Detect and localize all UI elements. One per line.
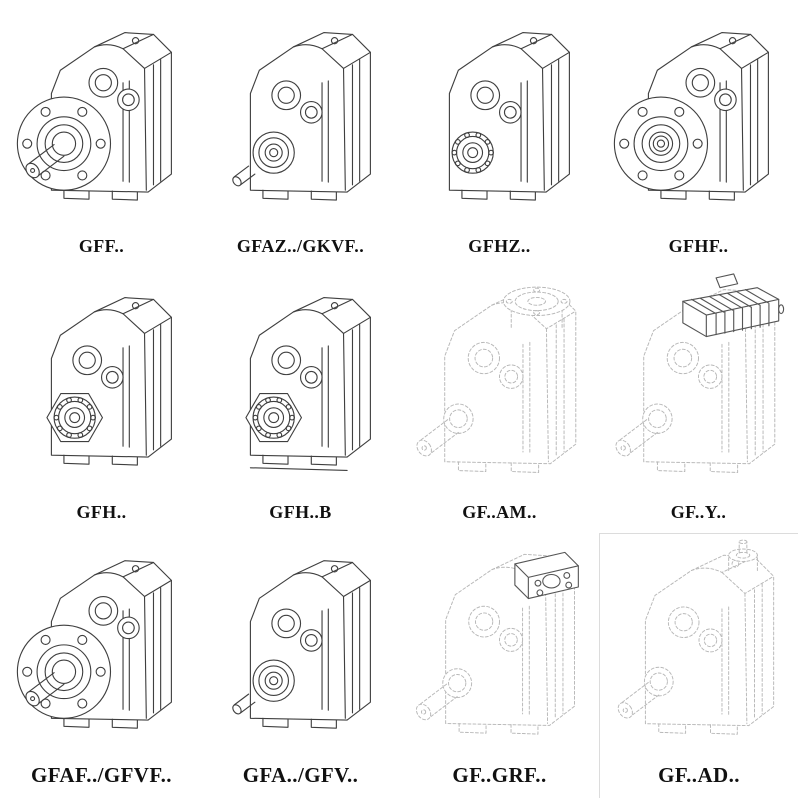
- model-label-gff: GFF..: [78, 236, 125, 257]
- catalog-item-gfhz: GFHZ..: [400, 2, 599, 267]
- model-label-gfa-gfv: GFA../GFV..: [242, 763, 359, 787]
- gearbox-drawing-gfh-b: [201, 267, 400, 501]
- gearbox-drawing-gfh: [2, 267, 201, 501]
- gearbox-output-flange-solid-shaft-icon: [16, 31, 172, 201]
- output-bore: [230, 131, 295, 188]
- catalog-item-gf-grf: GF..GRF..: [400, 533, 599, 798]
- gearbox-drawing-gf-y: [599, 267, 798, 501]
- model-label-gfhz: GFHZ..: [468, 236, 531, 257]
- gearbox-drawing-gfhf: [599, 2, 798, 236]
- gearbox-with-motor-icon: [612, 273, 785, 474]
- upper-bores: [467, 341, 524, 389]
- gearbox-foot-mounted-icon: [230, 560, 371, 729]
- output-shaft-hub: [413, 403, 474, 460]
- gearbox-shaft-mounted-b-icon: [245, 297, 371, 472]
- upper-bores: [685, 67, 737, 111]
- gearbox-input-flange-plate-icon: [412, 552, 579, 735]
- output-flange: [613, 96, 709, 191]
- output-bearing: [245, 393, 302, 443]
- input-flange-plate: [514, 552, 579, 600]
- upper-bores: [470, 80, 522, 124]
- model-label-gf-y: GF..Y..: [670, 501, 727, 522]
- gearbox-flange-hollow-shaft-icon: [613, 31, 769, 201]
- output-shaft-hub: [412, 668, 473, 724]
- base-plate: [249, 467, 348, 472]
- gearbox-drawing-gfa: [201, 533, 400, 763]
- model-label-gfaz-gkvf: GFAZ../GKVF..: [236, 236, 365, 257]
- catalog-item-gff: GFF..: [2, 2, 201, 267]
- catalog-item-gfaz-gkvf: GFAZ../GKVF..: [201, 2, 400, 267]
- model-label-gfh-b: GFH..B: [269, 501, 332, 522]
- model-label-gfhf: GFHF..: [668, 236, 729, 257]
- output-shaft-hub: [614, 666, 674, 722]
- output-flange: [16, 96, 112, 191]
- catalog-item-gfh: GFH..: [2, 267, 201, 532]
- upper-bores: [271, 608, 323, 652]
- gearbox-drawing-gfaz: [201, 2, 400, 236]
- gearbox-drawing-gf-grf: [400, 533, 599, 763]
- motor-adapter-flange: [502, 286, 571, 330]
- upper-bores: [666, 341, 723, 389]
- gearbox-shaft-mounted-icon: [46, 297, 172, 466]
- upper-bores: [468, 606, 524, 653]
- model-label-gfaf-gfvf: GFAF../GFVF..: [31, 763, 172, 787]
- output-shaft-hub: [612, 403, 673, 460]
- model-label-gf-grf: GF..GRF..: [452, 763, 547, 787]
- model-label-gf-am: GF..AM..: [462, 501, 537, 522]
- gearbox-hollow-shaft-icon: [230, 31, 371, 201]
- gearbox-drawing-gff: [2, 2, 201, 236]
- catalog-item-gf-y: GF..Y..: [599, 267, 798, 532]
- stub-shaft: [230, 693, 256, 717]
- upper-bores: [667, 606, 723, 653]
- gearbox-drawing-gfhz: [400, 2, 599, 236]
- catalog-item-gfa-gfv: GFA../GFV..: [201, 533, 400, 798]
- upper-bores: [72, 345, 124, 389]
- output-bearing: [46, 393, 103, 443]
- model-label-gfh: GFH..: [76, 501, 127, 522]
- gearbox-drawing-gfaf: [2, 533, 201, 763]
- output-bore: [230, 659, 295, 717]
- gearbox-drawing-gf-am: [400, 267, 599, 501]
- motor-icon: [682, 273, 785, 338]
- gearbox-output-flange-solid-shaft-icon: [16, 560, 172, 729]
- catalog-item-gfaf-gfvf: GFAF../GFVF..: [2, 533, 201, 798]
- catalog-item-gfh-b: GFH..B: [201, 267, 400, 532]
- catalog-item-gf-am: GF..AM..: [400, 267, 599, 532]
- catalog-item-gfhf: GFHF..: [599, 2, 798, 267]
- catalog-item-gf-ad: GF..AD..: [599, 532, 798, 798]
- upper-bores: [271, 345, 323, 389]
- upper-bores: [88, 596, 140, 640]
- upper-bores: [88, 67, 140, 111]
- gearbox-motor-adapter-flange-icon: [413, 286, 577, 474]
- gearbox-drawing-gf-ad: [600, 534, 798, 763]
- upper-bores: [271, 80, 323, 124]
- stub-shaft: [230, 165, 256, 188]
- output-bearing: [451, 131, 494, 174]
- gearbox-input-adapter-icon: [614, 539, 775, 735]
- gearbox-hollow-shaft-bearing-icon: [448, 31, 570, 201]
- model-label-gf-ad: GF..AD..: [658, 763, 740, 787]
- output-flange: [16, 624, 112, 720]
